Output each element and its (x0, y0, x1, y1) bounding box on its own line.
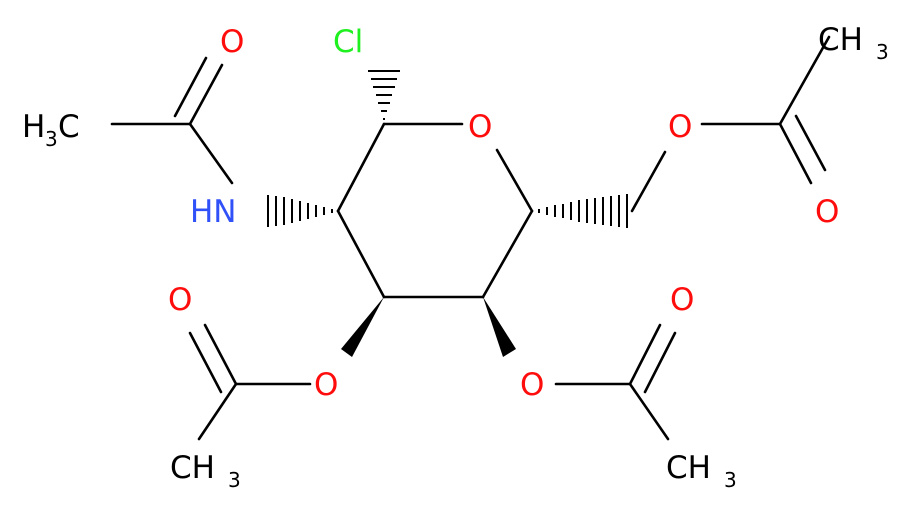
amide-methyl-label: H 3 C (22, 109, 80, 151)
svg-text:3: 3 (45, 127, 58, 151)
hashed-wedge-c5-c6 (538, 194, 628, 228)
c3-carbonyl-oxygen-label: O (168, 282, 192, 318)
bond-c2-c3 (336, 209, 386, 299)
c6-methyl-label: CH 3 (818, 22, 889, 64)
hashed-wedge-c1-cl (368, 70, 400, 120)
c6-carbonyl-oxygen-label: O (815, 194, 839, 230)
bond-c1-c2 (336, 122, 386, 213)
bond-c5-o (495, 148, 534, 213)
svg-text:3: 3 (724, 468, 737, 492)
nitrogen-label: HN (190, 194, 237, 230)
svg-text:3: 3 (228, 468, 241, 492)
c4-acetate-bonds (554, 323, 677, 441)
svg-text:C: C (58, 109, 80, 145)
chlorine-label: Cl (333, 24, 363, 60)
amide-carbonyl-oxygen-label: O (220, 24, 244, 60)
c3-methyl-label: CH 3 (170, 450, 241, 492)
c3-ester-oxygen-label: O (314, 367, 338, 403)
bond-c4-c5 (481, 209, 534, 299)
acetamide-bonds (110, 56, 234, 185)
svg-text:3: 3 (876, 40, 889, 64)
svg-text:CH: CH (818, 22, 863, 58)
c3-acetate-bonds (188, 323, 312, 441)
solid-wedge-c3-o (341, 297, 384, 357)
c4-methyl-label: CH 3 (666, 450, 737, 492)
svg-text:H: H (22, 109, 45, 145)
c4-carbonyl-oxygen-label: O (670, 282, 694, 318)
c4-ester-oxygen-label: O (520, 367, 544, 403)
c6-acetate-bonds (630, 35, 831, 213)
pyranose-ring (336, 122, 534, 299)
ring-oxygen-label: O (468, 109, 492, 145)
hashed-wedge-c2-n (267, 195, 333, 227)
solid-wedge-c4-o (483, 297, 516, 357)
svg-text:CH: CH (666, 450, 711, 486)
svg-text:CH: CH (170, 450, 215, 486)
c6-ester-oxygen-label: O (668, 109, 692, 145)
